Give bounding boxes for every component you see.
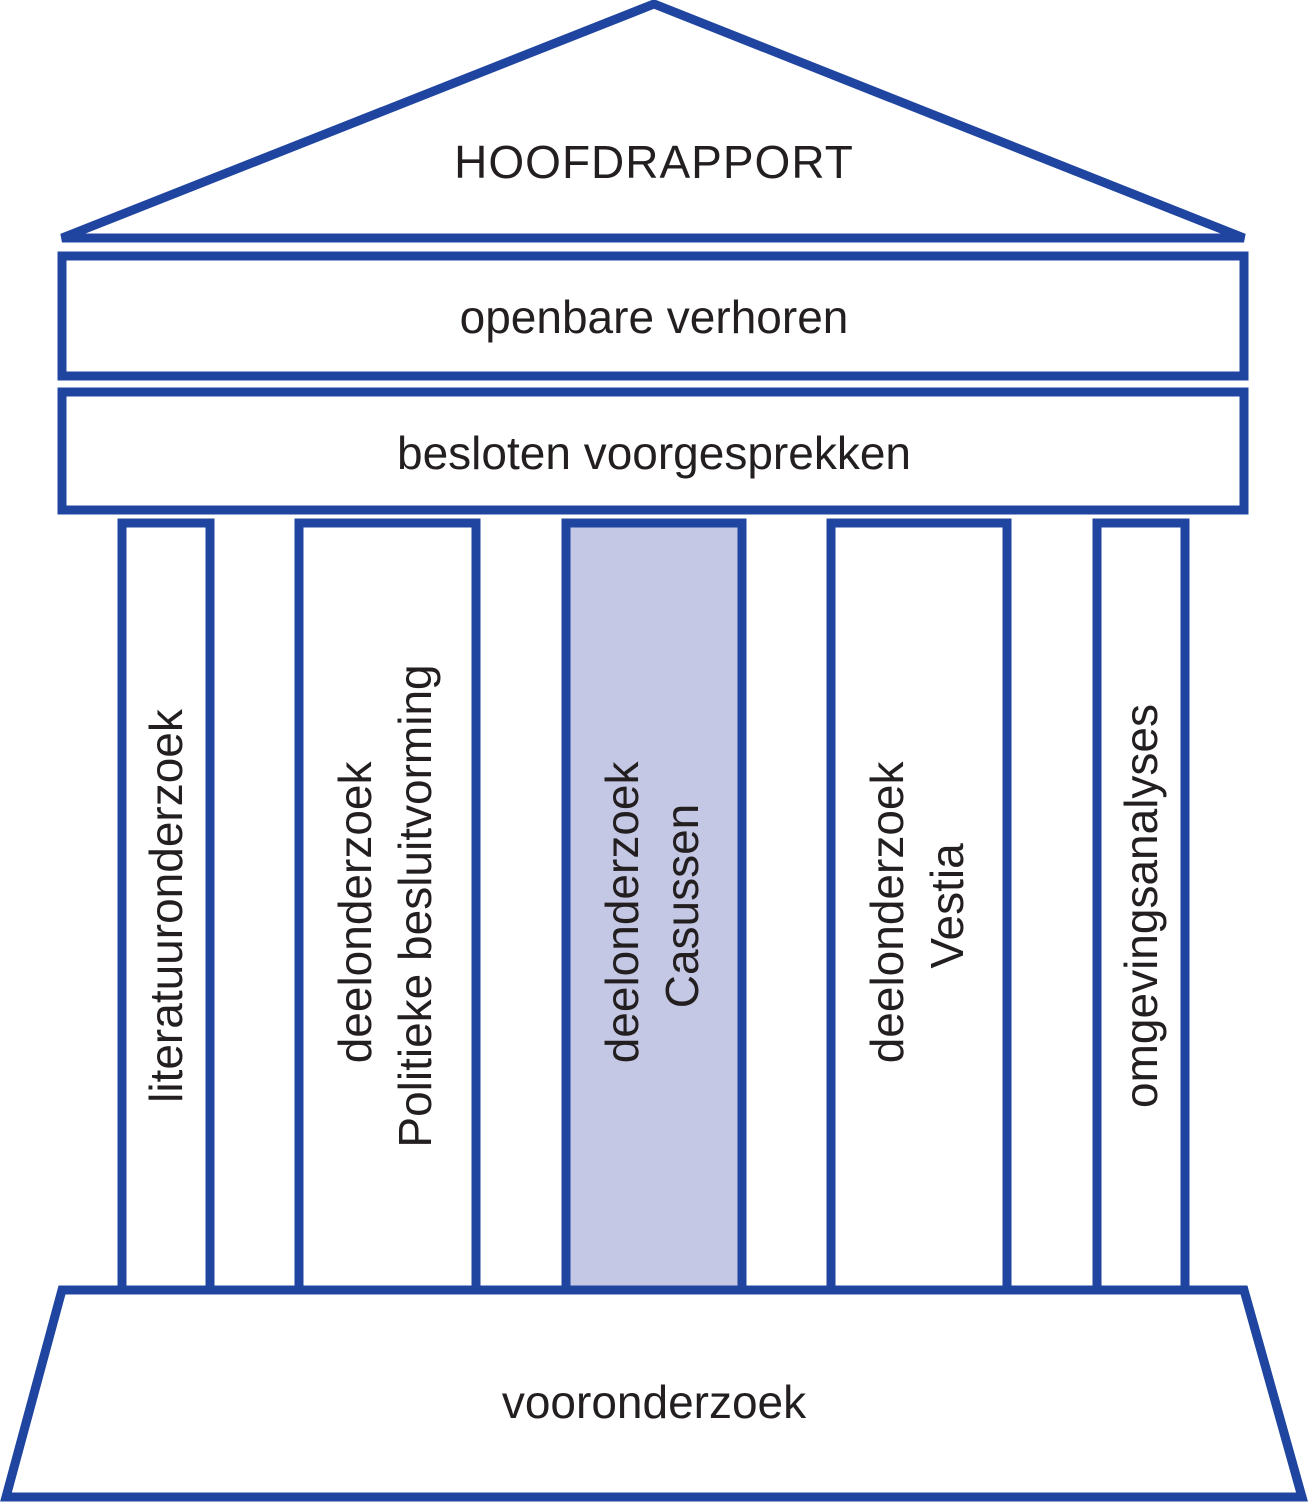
pillar-label-line: omgevingsanalyses [1115,704,1167,1108]
pillar-label-line: deelonderzoek [596,761,648,1064]
roof [60,0,1246,243]
pillar-casussen: deelonderzoek Casussen [561,518,747,1295]
pillar-omgevingsanalyses: omgevingsanalyses [1092,518,1190,1295]
pillar-label-line: literatuuronderzoek [140,708,192,1103]
pillar-label: deelonderzoek Politieke besluitvorming [329,664,441,1147]
pillar-label: deelonderzoek Casussen [596,749,708,1064]
pillar-literatuuronderzoek: literatuuronderzoek [117,518,215,1295]
pillar-politieke-besluitvorming: deelonderzoek Politieke besluitvorming [294,518,481,1295]
pillar-label-line: Politieke besluitvorming [389,664,441,1147]
beam-besloten-voorgesprekken-label: besloten voorgesprekken [397,427,911,479]
pillar-label-line: Casussen [656,804,708,1009]
roof-label: HOOFDRAPPORT [454,136,854,188]
beam-openbare-verhoren [57,251,1249,381]
pillar-label-line: Vestia [921,843,973,969]
pillar-shape [826,518,1012,1295]
pillar-label: literatuuronderzoek [140,708,192,1103]
beam-openbare-verhoren-label: openbare verhoren [460,291,849,343]
beam-besloten-voorgesprekken [57,387,1249,515]
pillar-label: deelonderzoek Vestia [861,749,973,1064]
base-label: vooronderzoek [502,1376,807,1428]
base [0,1285,1308,1502]
pillar-label-line: deelonderzoek [861,761,913,1064]
pillars: literatuuronderzoek deelonderzoek Politi… [117,518,1190,1295]
pillar-label-line: deelonderzoek [329,761,381,1064]
pillar-shape [1092,518,1190,1295]
pillar-shape [294,518,481,1295]
pillar-vestia: deelonderzoek Vestia [826,518,1012,1295]
pillar-shape [561,518,747,1295]
pillar-label: omgevingsanalyses [1115,704,1167,1108]
